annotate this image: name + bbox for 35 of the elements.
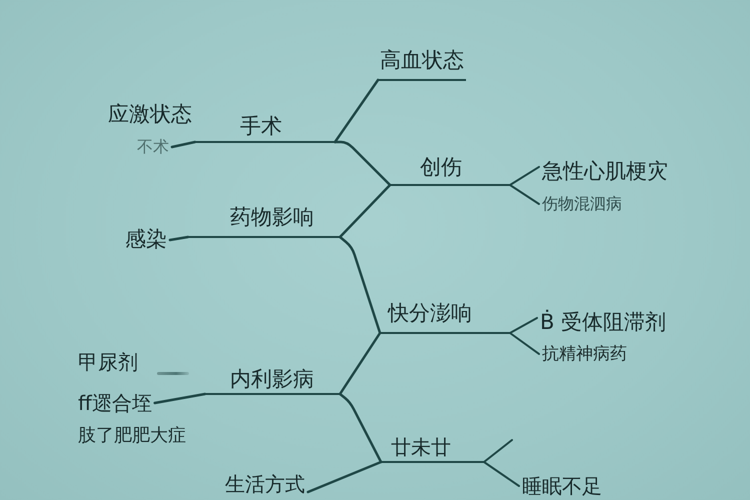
branch-label: 廿未廿: [381, 435, 484, 464]
leaf-label: 睡眠不足: [522, 474, 602, 498]
leaf-label: 抗精神病药: [542, 344, 627, 364]
connector-line: [154, 392, 206, 404]
connector-line: [483, 461, 520, 487]
leaf-label: Ḃ 受体阻滞剂: [540, 310, 666, 336]
leaf-label: 伤物混泗病: [542, 194, 622, 214]
connector-line: [509, 184, 540, 205]
connector-line: [509, 316, 538, 334]
leaf-label: 不术: [137, 137, 169, 157]
branch-label: 快分澎响: [380, 301, 510, 334]
branch-label: 内利影病: [205, 367, 340, 396]
leaf-label: 感染: [125, 227, 167, 253]
leaf-label: 急性心肌梗灾: [542, 159, 668, 185]
branch-label: 手术: [195, 114, 335, 144]
connector-line: [509, 332, 540, 355]
leaf-label: ff遝合垤: [78, 391, 152, 415]
connector-line: [338, 332, 382, 396]
connector-line: [170, 140, 196, 148]
connector-line: [306, 460, 382, 494]
connector-line: [483, 439, 513, 463]
note-label: 肢了肥肥大症: [78, 425, 186, 447]
connector-line: [334, 78, 380, 144]
note-label: 甲尿剂: [78, 350, 138, 374]
connector-line: [334, 140, 392, 186]
note-label: 应激状态: [108, 102, 192, 128]
connector-line: [509, 166, 540, 186]
connector-line: [168, 236, 190, 242]
branch-label: 药物影响: [188, 205, 340, 238]
connector-line: [338, 236, 382, 334]
branch-label: 创伤: [390, 155, 510, 186]
leaf-label: 生活方式: [225, 472, 305, 496]
connector-line: [338, 184, 392, 238]
branch-label: 高血状态: [378, 48, 466, 82]
connector-line: [338, 392, 382, 464]
